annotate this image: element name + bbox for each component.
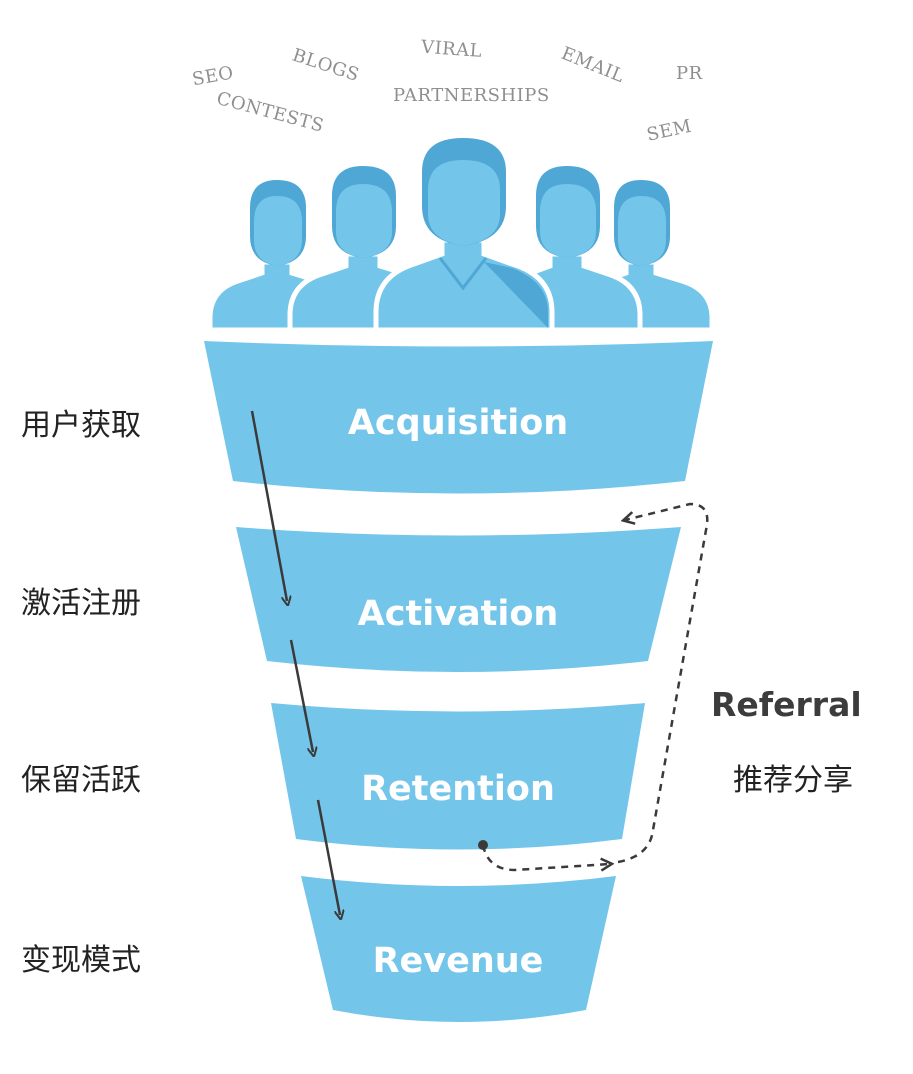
stage-label-cn-revenue: 变现模式 — [21, 943, 141, 978]
funnel-band-activation — [236, 527, 681, 672]
stage-label-cn-retention: 保留活跃 — [21, 763, 141, 798]
channel-pr: PR — [676, 63, 703, 84]
channel-seo: SEO — [191, 62, 236, 90]
funnel-band-acquisition — [204, 341, 713, 494]
referral-dashed-arrow — [481, 844, 610, 870]
channel-partnerships: PARTNERSHIPS — [393, 85, 550, 106]
flow-arrow — [316, 799, 340, 915]
stage-label-cn-activation: 激活注册 — [21, 586, 141, 621]
people-group — [207, 138, 715, 333]
channel-email: EMAIL — [558, 43, 627, 87]
channel-sem: SEM — [645, 116, 694, 146]
funnel-band-retention — [271, 703, 645, 850]
referral-label-cn: 推荐分享 — [733, 763, 853, 798]
channel-contests: CONTESTS — [214, 88, 326, 137]
person-icon — [493, 166, 643, 333]
stage-label-cn-acquisition: 用户获取 — [21, 408, 141, 443]
stage-labels-cn: 用户获取 激活注册 保留活跃 变现模式 — [21, 408, 141, 978]
referral-label: Referral — [711, 685, 862, 724]
flow-arrow — [289, 639, 313, 752]
channel-viral: VIRAL — [419, 37, 482, 62]
flow-arrow — [250, 410, 287, 601]
channel-blogs: BLOGS — [290, 45, 362, 86]
stage-label-revenue: Revenue — [373, 941, 544, 981]
funnel-band-revenue — [301, 876, 616, 1022]
flow-arrows — [250, 410, 340, 915]
stage-label-retention: Retention — [361, 769, 555, 809]
referral-loop — [478, 502, 709, 870]
stage-label-acquisition: Acquisition — [348, 403, 568, 443]
funnel: Acquisition Activation Retention Revenue — [204, 341, 713, 1022]
person-icon — [373, 138, 555, 333]
channel-words: SEO BLOGS VIRAL PARTNERSHIPS EMAIL PR CO… — [191, 37, 703, 146]
referral-dashed-arrow — [617, 502, 709, 864]
stage-label-activation: Activation — [358, 594, 559, 634]
